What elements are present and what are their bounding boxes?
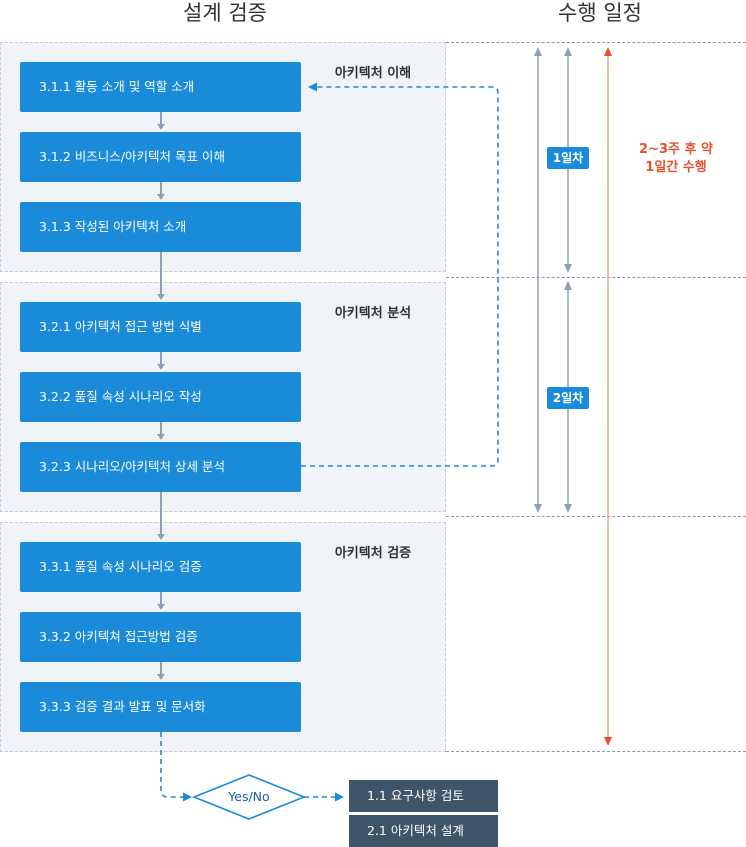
design-review-heading: 설계 검증 (183, 1, 267, 25)
arrowhead-icon (157, 534, 165, 540)
connector-line (160, 182, 162, 196)
arrowhead-icon (534, 47, 542, 56)
followup-line-1: 2~3주 후 약 (639, 142, 713, 157)
connector-line (160, 492, 162, 536)
followup-line-2: 1일간 수행 (645, 160, 707, 175)
feedback-loop-arrow (301, 82, 499, 467)
phase-label-verify: 아키텍처 검증 (334, 546, 412, 561)
step-3-1-2[interactable]: 3.1.2 비즈니스/아키텍처 목표 이해 (20, 132, 301, 182)
arrowhead-icon (157, 604, 165, 610)
next-step-architecture-design[interactable]: 2.1 아키텍처 설계 (349, 815, 498, 847)
decision-diamond (191, 774, 307, 820)
phase-label-understand: 아키텍처 이해 (334, 66, 412, 81)
step-3-2-2[interactable]: 3.2.2 품질 속성 시나리오 작성 (20, 372, 301, 422)
connector-line (160, 422, 162, 436)
phase-label-analyze: 아키텍처 분석 (334, 306, 412, 321)
arrowhead-icon (157, 294, 165, 300)
schedule-heading: 수행 일정 (558, 1, 642, 25)
schedule-divider-2 (446, 516, 746, 517)
connector-line (160, 112, 162, 126)
connector-line (160, 352, 162, 366)
step-3-3-3[interactable]: 3.3.3 검증 결과 발표 및 문서화 (20, 682, 301, 732)
decision-connector (160, 732, 192, 802)
step-3-3-2[interactable]: 3.3.2 아키텍쳐 접근방법 검증 (20, 612, 301, 662)
schedule-divider-top (446, 42, 746, 43)
connector-arrowheads (157, 124, 165, 680)
schedule-divider-1 (446, 277, 746, 278)
step-3-3-1[interactable]: 3.3.1 품질 속성 시나리오 검증 (20, 542, 301, 592)
arrowhead-icon (564, 264, 572, 273)
schedule-divider-bottom (446, 751, 746, 752)
arrowhead-icon (604, 737, 612, 746)
day2-badge: 2일차 (547, 387, 589, 409)
arrowhead-icon (157, 124, 165, 130)
arrowhead-icon (157, 194, 165, 200)
step-3-2-3[interactable]: 3.2.3 시나리오/아키텍처 상세 분석 (20, 442, 301, 492)
arrowhead-icon (157, 434, 165, 440)
arrowhead-icon (157, 674, 165, 680)
next-step-requirements-review[interactable]: 1.1 요구사항 검토 (349, 780, 498, 812)
connector-line (160, 662, 162, 676)
connector-line (160, 252, 162, 296)
step-3-1-1[interactable]: 3.1.1 활동 소개 및 역할 소개 (20, 62, 301, 112)
arrowhead-icon (534, 504, 542, 513)
arrowhead-icon (157, 364, 165, 370)
arrowhead-icon (604, 47, 612, 56)
connector-line (160, 592, 162, 606)
arrowhead-icon (564, 504, 572, 513)
followup-schedule-label: 2~3주 후 약 1일간 수행 (626, 141, 726, 177)
decision-label: Yes/No (228, 789, 270, 804)
step-3-1-3[interactable]: 3.1.3 작성된 아키텍처 소개 (20, 202, 301, 252)
day1-badge: 1일차 (547, 147, 589, 169)
step-3-2-1[interactable]: 3.2.1 아키텍처 접근 방법 식별 (20, 302, 301, 352)
arrowhead-icon (564, 281, 572, 290)
arrowhead-icon (564, 47, 572, 56)
